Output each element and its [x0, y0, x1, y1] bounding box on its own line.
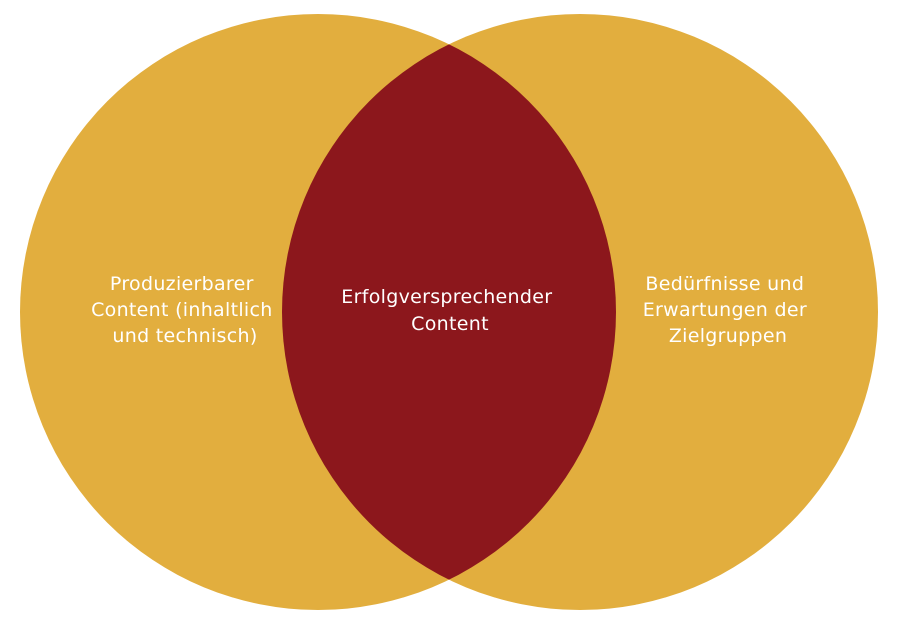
- intersection-label: Erfolgversprechender Content: [341, 286, 558, 335]
- right-label-line: Zielgruppen: [669, 325, 787, 347]
- left-label-line: Produzierbarer: [110, 273, 254, 295]
- left-label-line: Content (inhaltlich: [91, 299, 273, 321]
- right-circle-label: Bedürfnisse und Erwartungen der Zielgrup…: [643, 273, 814, 347]
- left-circle-label: Produzierbarer Content (inhaltlich und t…: [91, 273, 279, 347]
- right-label-line: Erwartungen der: [643, 299, 807, 321]
- intersection-lens: [282, 14, 616, 610]
- intersection-label-line: Content: [411, 313, 489, 335]
- right-label-line: Bedürfnisse und: [645, 273, 804, 295]
- left-label-line: und technisch): [112, 325, 257, 347]
- intersection-label-line: Erfolgversprechender: [341, 286, 552, 308]
